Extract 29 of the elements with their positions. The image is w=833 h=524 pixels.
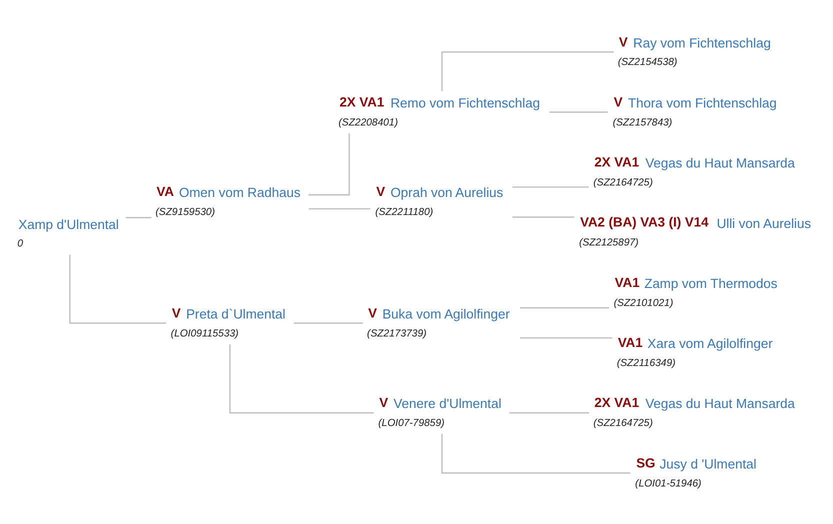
node-text: 2X VA1 Remo vom Fichtenschlag (SZ2208401) xyxy=(338,94,540,128)
node-text: SG Jusy d 'Ulmental (LOI01-51946) xyxy=(635,454,756,489)
connector xyxy=(512,186,589,188)
node-text: 2X VA1 Vegas du Haut Mansarda (SZ2164725) xyxy=(593,394,795,429)
connector xyxy=(441,433,630,474)
connector xyxy=(512,216,574,218)
node-text: V Thora vom Fichtenschlag (SZ2157843) xyxy=(612,94,777,128)
connector xyxy=(520,336,612,338)
node-text: VA1 Xara vom Agilolfinger (SZ2116349) xyxy=(616,334,773,368)
node-text: VA1 Zamp vom Thermodos (SZ2101021) xyxy=(614,274,778,308)
connector xyxy=(509,412,590,413)
node-text: 2X VA1 Vegas du Haut Mansarda (SZ2164725) xyxy=(593,154,795,188)
connector xyxy=(126,216,152,218)
node-text: VA Omen vom Radhaus (SZ9159530) xyxy=(156,184,300,218)
connector xyxy=(549,111,608,112)
node-text: V Buka vom Agilolfinger (SZ2173739) xyxy=(367,304,510,339)
node-text: VA2 (BA) VA3 (I) V14 Ulli von Aurelius (SZ2125897) xyxy=(579,214,812,248)
connector xyxy=(441,50,614,91)
node-text: V Ray vom Fichtenschlag (SZ2154538) xyxy=(618,34,771,68)
connector xyxy=(229,344,374,413)
connector xyxy=(308,132,350,195)
node-text: V Preta d`Ulmental (LOI09115533) xyxy=(170,304,286,339)
connector xyxy=(520,306,610,308)
node-text: V Oprah von Aurelius (SZ2211180) xyxy=(375,184,504,218)
connector xyxy=(69,254,166,324)
node-text: Xamp d'Ulmental 0 xyxy=(17,216,119,250)
connector xyxy=(294,322,363,324)
node-text: V Venere d'Ulmental (LOI07-79859) xyxy=(378,394,502,429)
connector xyxy=(308,208,370,209)
